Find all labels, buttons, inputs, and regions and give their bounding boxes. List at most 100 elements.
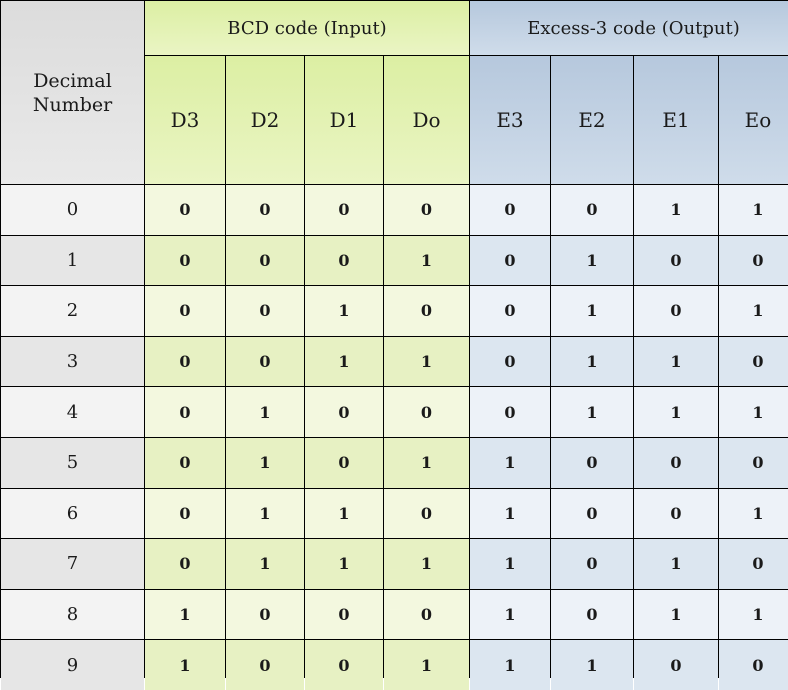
bcd-bit-cell: 0: [305, 235, 383, 286]
excess3-bit-cell: 1: [719, 387, 788, 437]
column-header-d2: D2: [226, 56, 304, 184]
excess3-bit-cell: 1: [470, 437, 550, 488]
bcd-bit-cell: 1: [226, 539, 304, 589]
decimal-number-header-label: Decimal Number: [32, 69, 113, 116]
bcd-bit-cell: 0: [145, 488, 225, 539]
excess3-bit-cell: 1: [551, 336, 633, 387]
excess3-bit-cell: 1: [719, 589, 788, 640]
bcd-bit-cell: 1: [226, 488, 304, 539]
bcd-bit-cell: 1: [384, 640, 469, 690]
bcd-bit-cell: 0: [226, 286, 304, 336]
excess3-bit-cell: 0: [719, 437, 788, 488]
bcd-bit-cell: 1: [305, 336, 383, 387]
excess3-bit-cell: 1: [634, 387, 718, 437]
excess3-bit-cell: 0: [551, 589, 633, 640]
excess3-bit-cell: 1: [634, 336, 718, 387]
bcd-bit-cell: 0: [384, 488, 469, 539]
bcd-bit-cell: 0: [226, 336, 304, 387]
column-header-d0: Do: [384, 56, 469, 184]
decimal-cell: 6: [1, 488, 144, 539]
bcd-bit-cell: 0: [145, 336, 225, 387]
bcd-bit-cell: 1: [305, 539, 383, 589]
bcd-bit-cell: 1: [384, 539, 469, 589]
bcd-bit-cell: 1: [384, 235, 469, 286]
bcd-code-input-header: BCD code (Input): [145, 1, 469, 55]
bcd-bit-cell: 0: [145, 539, 225, 589]
bcd-bit-cell: 0: [384, 589, 469, 640]
bcd-bit-cell: 0: [145, 437, 225, 488]
excess3-bit-cell: 1: [719, 488, 788, 539]
decimal-cell: 9: [1, 640, 144, 690]
decimal-cell: 3: [1, 336, 144, 387]
bcd-bit-cell: 0: [145, 235, 225, 286]
excess3-bit-cell: 1: [719, 286, 788, 336]
bcd-bit-cell: 0: [226, 640, 304, 690]
excess3-bit-cell: 1: [551, 640, 633, 690]
excess3-bit-cell: 0: [634, 437, 718, 488]
excess3-code-output-header: Excess-3 code (Output): [470, 1, 788, 55]
bcd-bit-cell: 0: [384, 387, 469, 437]
decimal-cell: 8: [1, 589, 144, 640]
excess3-bit-cell: 0: [551, 539, 633, 589]
excess3-bit-cell: 0: [551, 437, 633, 488]
column-header-d1: D1: [305, 56, 383, 184]
excess3-bit-cell: 0: [470, 336, 550, 387]
excess3-bit-cell: 1: [470, 589, 550, 640]
decimal-cell: 0: [1, 185, 144, 235]
excess3-bit-cell: 0: [470, 286, 550, 336]
excess3-bit-cell: 0: [551, 488, 633, 539]
bcd-bit-cell: 0: [305, 589, 383, 640]
excess3-bit-cell: 1: [551, 387, 633, 437]
excess3-bit-cell: 0: [719, 640, 788, 690]
bcd-bit-cell: 1: [384, 336, 469, 387]
decimal-number-header: Decimal Number: [1, 1, 144, 184]
excess3-bit-cell: 1: [470, 640, 550, 690]
excess3-bit-cell: 1: [634, 589, 718, 640]
bcd-bit-cell: 1: [145, 589, 225, 640]
bcd-bit-cell: 1: [145, 640, 225, 690]
excess3-bit-cell: 1: [634, 185, 718, 235]
bcd-bit-cell: 1: [305, 488, 383, 539]
decimal-cell: 1: [1, 235, 144, 286]
bcd-bit-cell: 1: [384, 437, 469, 488]
excess3-bit-cell: 1: [470, 488, 550, 539]
decimal-cell: 5: [1, 437, 144, 488]
excess3-bit-cell: 1: [551, 286, 633, 336]
excess3-bit-cell: 0: [634, 235, 718, 286]
bcd-bit-cell: 0: [305, 387, 383, 437]
column-header-d3: D3: [145, 56, 225, 184]
excess3-bit-cell: 0: [634, 640, 718, 690]
bcd-bit-cell: 0: [226, 589, 304, 640]
excess3-bit-cell: 1: [634, 539, 718, 589]
excess3-bit-cell: 0: [551, 185, 633, 235]
excess3-bit-cell: 1: [470, 539, 550, 589]
bcd-bit-cell: 0: [226, 185, 304, 235]
excess3-bit-cell: 0: [719, 539, 788, 589]
bcd-bit-cell: 0: [145, 185, 225, 235]
bcd-bit-cell: 0: [145, 387, 225, 437]
excess3-bit-cell: 0: [470, 387, 550, 437]
excess3-bit-cell: 1: [551, 235, 633, 286]
bcd-bit-cell: 1: [226, 437, 304, 488]
decimal-cell: 7: [1, 539, 144, 589]
excess3-bit-cell: 0: [719, 336, 788, 387]
bcd-bit-cell: 1: [305, 286, 383, 336]
bcd-bit-cell: 0: [384, 185, 469, 235]
excess3-bit-cell: 0: [719, 235, 788, 286]
bcd-bit-cell: 0: [226, 235, 304, 286]
bcd-bit-cell: 1: [226, 387, 304, 437]
excess3-bit-cell: 0: [470, 185, 550, 235]
column-header-e0: Eo: [719, 56, 788, 184]
bcd-bit-cell: 0: [305, 640, 383, 690]
excess3-bit-cell: 1: [719, 185, 788, 235]
decimal-cell: 4: [1, 387, 144, 437]
excess3-bit-cell: 0: [470, 235, 550, 286]
column-header-e3: E3: [470, 56, 550, 184]
excess3-bit-cell: 0: [634, 488, 718, 539]
bcd-bit-cell: 0: [305, 185, 383, 235]
excess3-bit-cell: 0: [634, 286, 718, 336]
bcd-bit-cell: 0: [145, 286, 225, 336]
bcd-bit-cell: 0: [305, 437, 383, 488]
decimal-cell: 2: [1, 286, 144, 336]
